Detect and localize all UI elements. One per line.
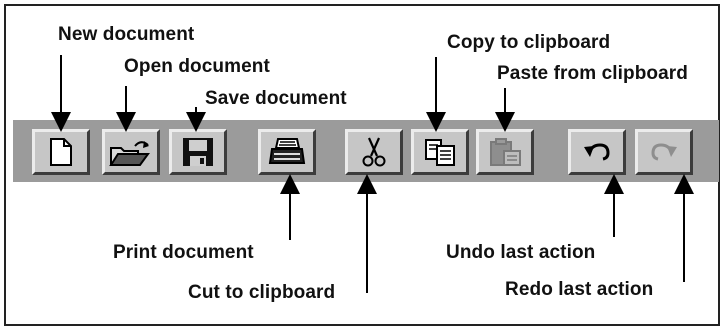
paste-from-clipboard-button[interactable] [476, 129, 534, 175]
new-document-icon [50, 138, 72, 166]
copy-icon [425, 139, 455, 166]
scissors-icon [362, 137, 386, 167]
clipboard-paste-icon [490, 138, 521, 166]
floppy-disk-icon [183, 138, 213, 166]
printer-icon [268, 138, 306, 164]
open-document-button[interactable] [102, 129, 160, 175]
label-print-document: Print document [113, 242, 254, 263]
redo-button[interactable] [635, 129, 693, 175]
label-new-document: New document [58, 24, 195, 45]
label-undo-last-action: Undo last action [446, 242, 596, 263]
undo-arrow-icon [584, 143, 610, 161]
print-document-button[interactable] [258, 129, 316, 175]
label-paste-from-clipboard: Paste from clipboard [497, 63, 688, 84]
label-copy-to-clipboard: Copy to clipboard [447, 32, 611, 53]
label-redo-last-action: Redo last action [505, 279, 654, 300]
label-save-document: Save document [205, 88, 347, 109]
new-document-button[interactable] [32, 129, 90, 175]
label-cut-to-clipboard: Cut to clipboard [188, 282, 336, 303]
label-open-document: Open document [124, 56, 270, 77]
undo-button[interactable] [568, 129, 626, 175]
redo-arrow-icon [651, 143, 677, 161]
cut-to-clipboard-button[interactable] [345, 129, 403, 175]
open-folder-icon [109, 141, 150, 166]
